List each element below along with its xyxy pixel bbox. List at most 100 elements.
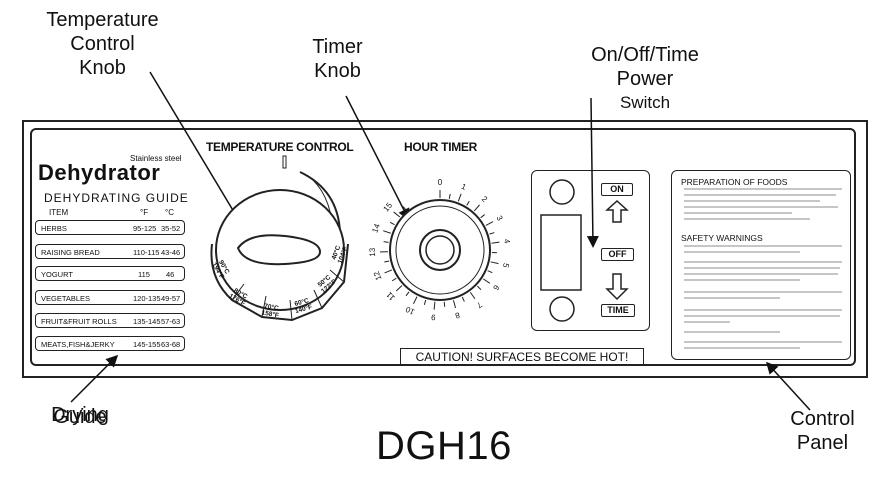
panel-leader-line (765, 361, 811, 411)
timer-tick (383, 230, 391, 234)
guide-row: YOGURT 115 46 (35, 266, 185, 281)
timer-tick (413, 296, 418, 305)
timer-tick (480, 214, 485, 219)
guide-item: FRUIT&FRUIT ROLLS (41, 317, 117, 326)
timer-tick (487, 270, 493, 274)
timer-number: 11 (384, 290, 397, 303)
timer-tick (384, 269, 393, 274)
timer-number: 13 (368, 247, 377, 257)
timer-tick (477, 285, 482, 290)
brand-subtitle: Stainless steel (130, 154, 182, 163)
timer-number: 10 (404, 304, 416, 316)
timer-tick (393, 211, 401, 218)
timer-tick (482, 278, 491, 284)
timer-number: 6 (491, 283, 501, 292)
timer-tick (391, 277, 397, 282)
guide-col-item: ITEM (49, 208, 69, 217)
guide-col-c: °C (165, 208, 174, 217)
guide-row: FRUIT&FRUIT ROLLS 135-145 57-63 (35, 313, 185, 328)
guide-celsius: 35-52 (161, 224, 181, 233)
caution-label: CAUTION! SURFACES BECOME HOT! (400, 348, 644, 366)
timer-tick (448, 193, 451, 199)
guide-row: VEGETABLES 120-135 49-57 (35, 290, 185, 305)
timer-tick (423, 299, 427, 305)
control-panel-callout: Control Panel (790, 408, 855, 454)
arrow-down-icon (605, 273, 629, 301)
timer-tick (466, 200, 470, 206)
safety-fine-print (684, 188, 842, 349)
timer-number: 7 (474, 300, 483, 310)
power-switch-callout: On/Off/Time Power Switch (591, 44, 699, 112)
rocker-switch[interactable] (540, 214, 582, 291)
timer-tick (457, 193, 462, 202)
guide-celsius: 49-57 (161, 294, 181, 303)
time-button[interactable]: TIME (601, 304, 635, 317)
timer-number: 5 (501, 262, 511, 269)
guide-row: MEATS,FISH&JERKY 145-155 63-68 (35, 336, 185, 351)
timer-number: 0 (438, 178, 443, 187)
screw-top (549, 179, 575, 205)
timer-tick (485, 221, 494, 226)
timer-number: 14 (370, 222, 382, 234)
timer-tick (469, 291, 476, 300)
arrow-up-icon (605, 199, 629, 223)
timer-number: 1 (460, 182, 468, 192)
guide-item: MEATS,FISH&JERKY (41, 340, 115, 349)
timer-ticks (380, 190, 500, 310)
timer-tick (405, 291, 410, 297)
timer-tick (389, 221, 395, 226)
timer-tick (433, 301, 436, 310)
dehydrating-guide-title: DEHYDRATING GUIDE (44, 191, 189, 205)
temperature-control-title: TEMPERATURE CONTROL (206, 140, 354, 154)
guide-fahrenheit: 95-125 (133, 224, 157, 233)
guide-item: RAISING BREAD (41, 248, 100, 257)
drying-guide-callout: Drying Guide (51, 404, 109, 428)
guide-fahrenheit: 120-135 (133, 294, 161, 303)
temperature-knob[interactable] (210, 155, 349, 322)
hour-timer-title: HOUR TIMER (404, 140, 477, 154)
guide-celsius: 46 (166, 270, 175, 279)
timer-number: 8 (454, 310, 461, 320)
guide-fahrenheit: 145-155 (133, 340, 161, 349)
timer-tick (473, 204, 480, 212)
safety-instructions-box: PREPARATION OF FOODS SAFETY WARNINGS (671, 170, 851, 360)
guide-fahrenheit: 135-145 (133, 317, 161, 326)
guide-celsius: 63-68 (161, 340, 181, 349)
timer-leader-line (345, 95, 410, 221)
on-button[interactable]: ON (601, 183, 633, 196)
timer-tick (461, 296, 465, 302)
guide-item: YOGURT (41, 270, 73, 279)
temperature-knob-callout: Temperature Control Knob (46, 9, 159, 79)
guide-celsius: 57-63 (161, 317, 181, 326)
guide-item: VEGETABLES (41, 294, 91, 303)
timer-number: 4 (502, 238, 512, 244)
model-number: DGH16 (376, 424, 512, 468)
timer-number: 2 (480, 194, 490, 204)
timer-tick (402, 206, 407, 211)
timer-number: 15 (382, 200, 395, 213)
timer-knob-callout: Timer Knob (312, 36, 363, 82)
timer-tick (383, 241, 389, 243)
timer-tick (452, 300, 457, 309)
guide-celsius: 43-46 (161, 248, 181, 257)
timer-tick (489, 232, 495, 235)
guide-leader-line (70, 354, 119, 403)
control-panel-outer-frame (22, 120, 868, 378)
timer-number: 3 (495, 214, 505, 223)
guide-row: HERBS 95-125 35-52 (35, 220, 185, 235)
timer-tick (395, 285, 403, 292)
power-switch-panel (531, 170, 650, 331)
guide-col-f: °F (140, 208, 149, 217)
off-button[interactable]: OFF (601, 248, 634, 261)
timer-number: 12 (372, 269, 384, 281)
guide-item: HERBS (41, 224, 67, 233)
temperature-leader-line (149, 71, 242, 225)
timer-tick (490, 261, 499, 265)
safety-warnings-title: SAFETY WARNINGS (681, 233, 763, 243)
timer-tick (491, 241, 500, 244)
screw-bottom (549, 296, 575, 322)
guide-fahrenheit: 110-115 (133, 248, 160, 257)
